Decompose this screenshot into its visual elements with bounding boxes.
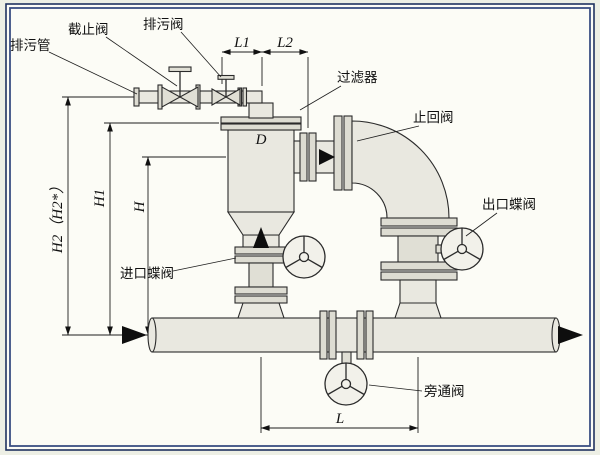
component-labels: 排污管 截止阀 排污阀 过滤器 止回阀 出口蝶阀 进口蝶阀 旁通阀 xyxy=(10,17,536,399)
handwheel-inlet xyxy=(282,235,326,279)
stop-valve xyxy=(157,66,201,110)
label-inlet-butterfly: 进口蝶阀 xyxy=(120,266,174,281)
leader-bypass-valve xyxy=(368,384,423,392)
valve-stem xyxy=(341,351,352,365)
dim-label-L1: L1 xyxy=(233,35,250,51)
leader-inlet-butterfly xyxy=(172,257,237,272)
label-strainer: 过滤器 xyxy=(337,70,378,85)
leader-strainer xyxy=(299,85,342,111)
outlet-elbow xyxy=(351,120,450,219)
blowdown-assembly xyxy=(133,66,274,119)
leader-check-valve xyxy=(356,125,420,142)
label-stop-valve: 截止阀 xyxy=(68,22,109,37)
dim-label-D: D xyxy=(255,132,267,148)
label-blowdown-valve: 排污阀 xyxy=(143,17,184,32)
valve-handle xyxy=(217,74,235,80)
flow-arrow-check xyxy=(319,149,335,165)
inlet-butterfly-valve xyxy=(234,235,326,304)
leader-stop-valve xyxy=(105,36,178,87)
label-outlet-butterfly: 出口蝶阀 xyxy=(482,197,536,212)
valve-handle xyxy=(168,66,192,73)
drawing-frame xyxy=(5,3,595,451)
dimension-labels: L1 L2 L D H H1 H2（H2*） xyxy=(49,35,344,427)
label-drain-pipe: 排污管 xyxy=(10,38,51,53)
leader-outlet-butterfly xyxy=(465,212,498,237)
outlet-line xyxy=(293,115,450,219)
dim-label-H2: H2（H2*） xyxy=(49,179,66,254)
dim-label-H1: H1 xyxy=(92,189,108,208)
strainer xyxy=(220,116,302,236)
outlet-butterfly-valve xyxy=(380,217,484,281)
downpipe-socket xyxy=(394,302,442,319)
handwheel-outlet xyxy=(440,227,484,271)
bypass-valve xyxy=(319,310,374,406)
leader-lines xyxy=(48,31,498,392)
flow-arrow-outlet xyxy=(558,326,583,344)
dim-heights xyxy=(62,96,226,336)
label-bypass-valve: 旁通阀 xyxy=(424,383,465,399)
blowdown-valve xyxy=(211,74,241,106)
leader-drain-pipe xyxy=(48,51,138,95)
dimension-lines xyxy=(62,49,419,433)
pipe-end-left xyxy=(147,317,157,353)
leader-blowdown-valve xyxy=(180,31,222,78)
flow-arrow-riser xyxy=(253,227,269,248)
top-nozzle xyxy=(248,102,274,119)
main-pipe xyxy=(147,317,561,353)
label-check-valve: 止回阀 xyxy=(413,110,454,125)
strainer-top-flange xyxy=(220,123,302,131)
dim-label-L2: L2 xyxy=(276,35,293,51)
handwheel-bypass xyxy=(324,362,368,406)
outlet-downpipe xyxy=(394,279,442,319)
dim-L xyxy=(260,357,419,433)
riser-socket xyxy=(237,302,285,319)
flow-arrow-inlet xyxy=(122,326,147,344)
drain-pipe-end xyxy=(133,87,140,107)
strainer-shell xyxy=(227,129,295,213)
flow-arrows xyxy=(122,149,583,344)
union-joint xyxy=(242,87,248,107)
dim-label-L: L xyxy=(335,411,344,427)
dim-label-H: H xyxy=(132,200,148,213)
